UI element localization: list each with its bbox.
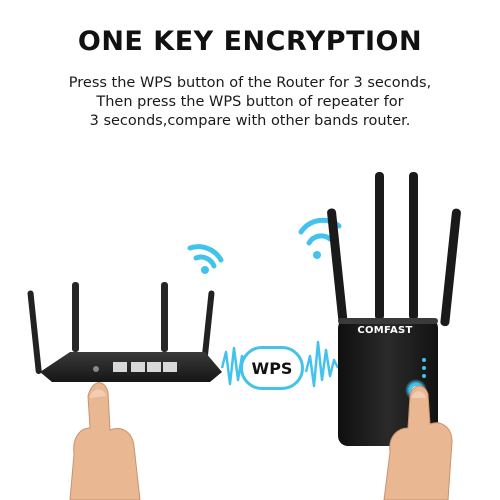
description-line-2: Then press the WPS button of repeater fo… <box>96 94 404 110</box>
ethernet-port <box>131 362 145 372</box>
brand-logo: COMFAST <box>357 325 413 336</box>
router-antenna <box>27 290 42 375</box>
router <box>27 282 222 382</box>
repeater-antenna <box>375 172 384 320</box>
description: Press the WPS button of the Router for 3… <box>30 74 470 131</box>
repeater-top-rim <box>338 318 438 324</box>
router-antenna <box>161 282 168 352</box>
description-line-3: 3 seconds,compare with other bands route… <box>89 113 411 129</box>
repeater-antennas <box>327 172 461 327</box>
description-line-1: Press the WPS button of the Router for 3… <box>68 75 432 91</box>
wifi-icon <box>187 244 224 274</box>
router-antenna <box>72 282 79 352</box>
status-led <box>422 374 426 378</box>
wps-badge: WPS <box>240 346 304 390</box>
left-hand <box>69 382 141 500</box>
status-led <box>422 366 426 370</box>
repeater-antenna <box>409 172 418 320</box>
status-led <box>422 358 426 362</box>
right-hand <box>383 385 453 500</box>
ethernet-port <box>147 362 161 372</box>
router-wps-button <box>93 366 99 372</box>
signal-wave-icon <box>304 340 340 388</box>
headline: ONE KEY ENCRYPTION <box>77 26 423 57</box>
repeater-antenna <box>440 208 461 327</box>
ethernet-port <box>163 362 177 372</box>
repeater-antenna <box>327 208 348 327</box>
ethernet-port <box>113 362 127 372</box>
